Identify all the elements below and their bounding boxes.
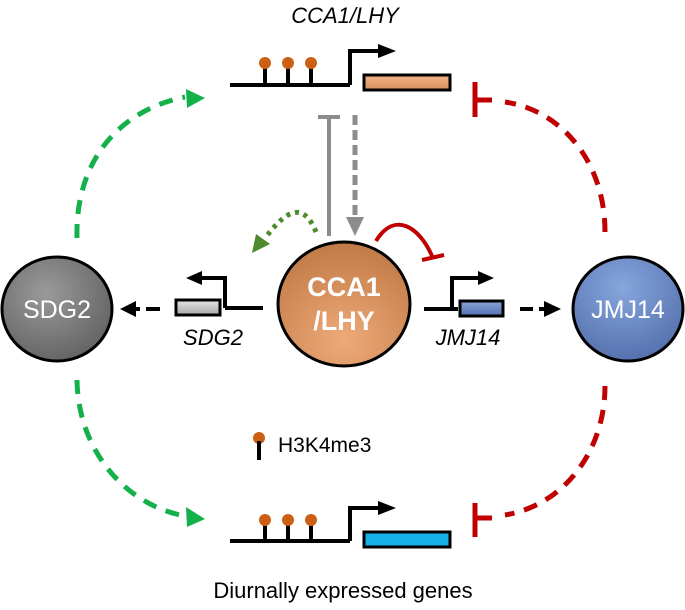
repression-bar-icon: [421, 253, 445, 262]
legend: H3K4me3: [253, 432, 371, 460]
jmj14-gene-label: JMJ14: [435, 325, 501, 350]
tss-arrow-icon: [378, 44, 396, 58]
sdg2-gene-box: [174, 298, 222, 317]
sdg2-node-label: SDG2: [23, 296, 91, 324]
histone-mark-icon: [305, 514, 317, 526]
sdg2-gene-label: SDG2: [183, 325, 243, 350]
bottom-gene-construct: Diurnally expressed genes: [213, 501, 473, 603]
jmj14-node: JMJ14: [571, 255, 685, 363]
histone-mark-icon: [305, 57, 317, 69]
arrowhead-icon: [346, 217, 364, 236]
sdg2-to-top-gene-arc: [74, 94, 186, 239]
cca1-node-shape: [276, 240, 412, 368]
histone-mark-icon: [282, 514, 294, 526]
top-gene-box: [362, 73, 452, 92]
arrowhead-icon: [120, 301, 136, 317]
sdg2-activation-arcs: [74, 89, 205, 527]
cca1-feedback-links: [318, 115, 364, 236]
bottom-histone-marks: [259, 514, 317, 541]
legend-histone-icon: [253, 432, 265, 444]
jmj14-to-bottom-gene-arc: [504, 385, 608, 518]
jmj14-node-label: JMJ14: [591, 296, 665, 324]
tss-arrow-icon: [186, 271, 202, 285]
cca1-node-label-line1: CCA1: [307, 272, 381, 302]
cca1-node-label-line2: /LHY: [313, 306, 375, 336]
sdg2-to-bottom-gene-arc: [74, 379, 186, 519]
sdg2-node: SDG2: [0, 255, 114, 363]
tss-arrow-stem: [450, 276, 480, 309]
sdg2-node-shape: [0, 255, 114, 363]
jmj14-node-shape: [571, 255, 685, 363]
sdg2-gene-construct: SDG2: [120, 271, 263, 350]
jmj14-repression-arcs: [472, 82, 608, 537]
tss-arrow-icon: [478, 271, 494, 285]
histone-mark-icon: [259, 514, 271, 526]
top-gene-label: CCA1/LHY: [291, 3, 400, 28]
cca1-node: CCA1 /LHY: [276, 240, 412, 368]
top-histone-marks: [259, 57, 317, 85]
histone-mark-icon: [282, 57, 294, 69]
arrowhead-icon: [186, 89, 205, 108]
bottom-caption: Diurnally expressed genes: [213, 578, 472, 603]
cca1-to-jmj14-link: [374, 222, 445, 262]
top-gene-construct: CCA1/LHY: [230, 3, 452, 92]
legend-label: H3K4me3: [278, 434, 371, 457]
cca1-to-sdg2-link: [252, 209, 319, 253]
tss-arrow-stem: [348, 506, 380, 541]
tss-arrow-stem: [200, 276, 227, 308]
histone-mark-icon: [259, 57, 271, 69]
arrowhead-icon: [544, 301, 561, 317]
tss-arrow-stem: [348, 49, 380, 85]
cca1-to-jmj14-repression-arc: [374, 222, 434, 257]
bottom-gene-box: [362, 530, 452, 549]
tss-arrow-icon: [378, 501, 396, 515]
arrowhead-icon: [186, 507, 205, 527]
cca1-to-sdg2-dotted-arc: [264, 209, 319, 239]
jmj14-gene-construct: JMJ14: [424, 271, 561, 350]
arrowhead-icon: [252, 234, 270, 253]
jmj14-to-top-gene-arc: [504, 99, 608, 233]
jmj14-gene-box: [458, 299, 505, 318]
